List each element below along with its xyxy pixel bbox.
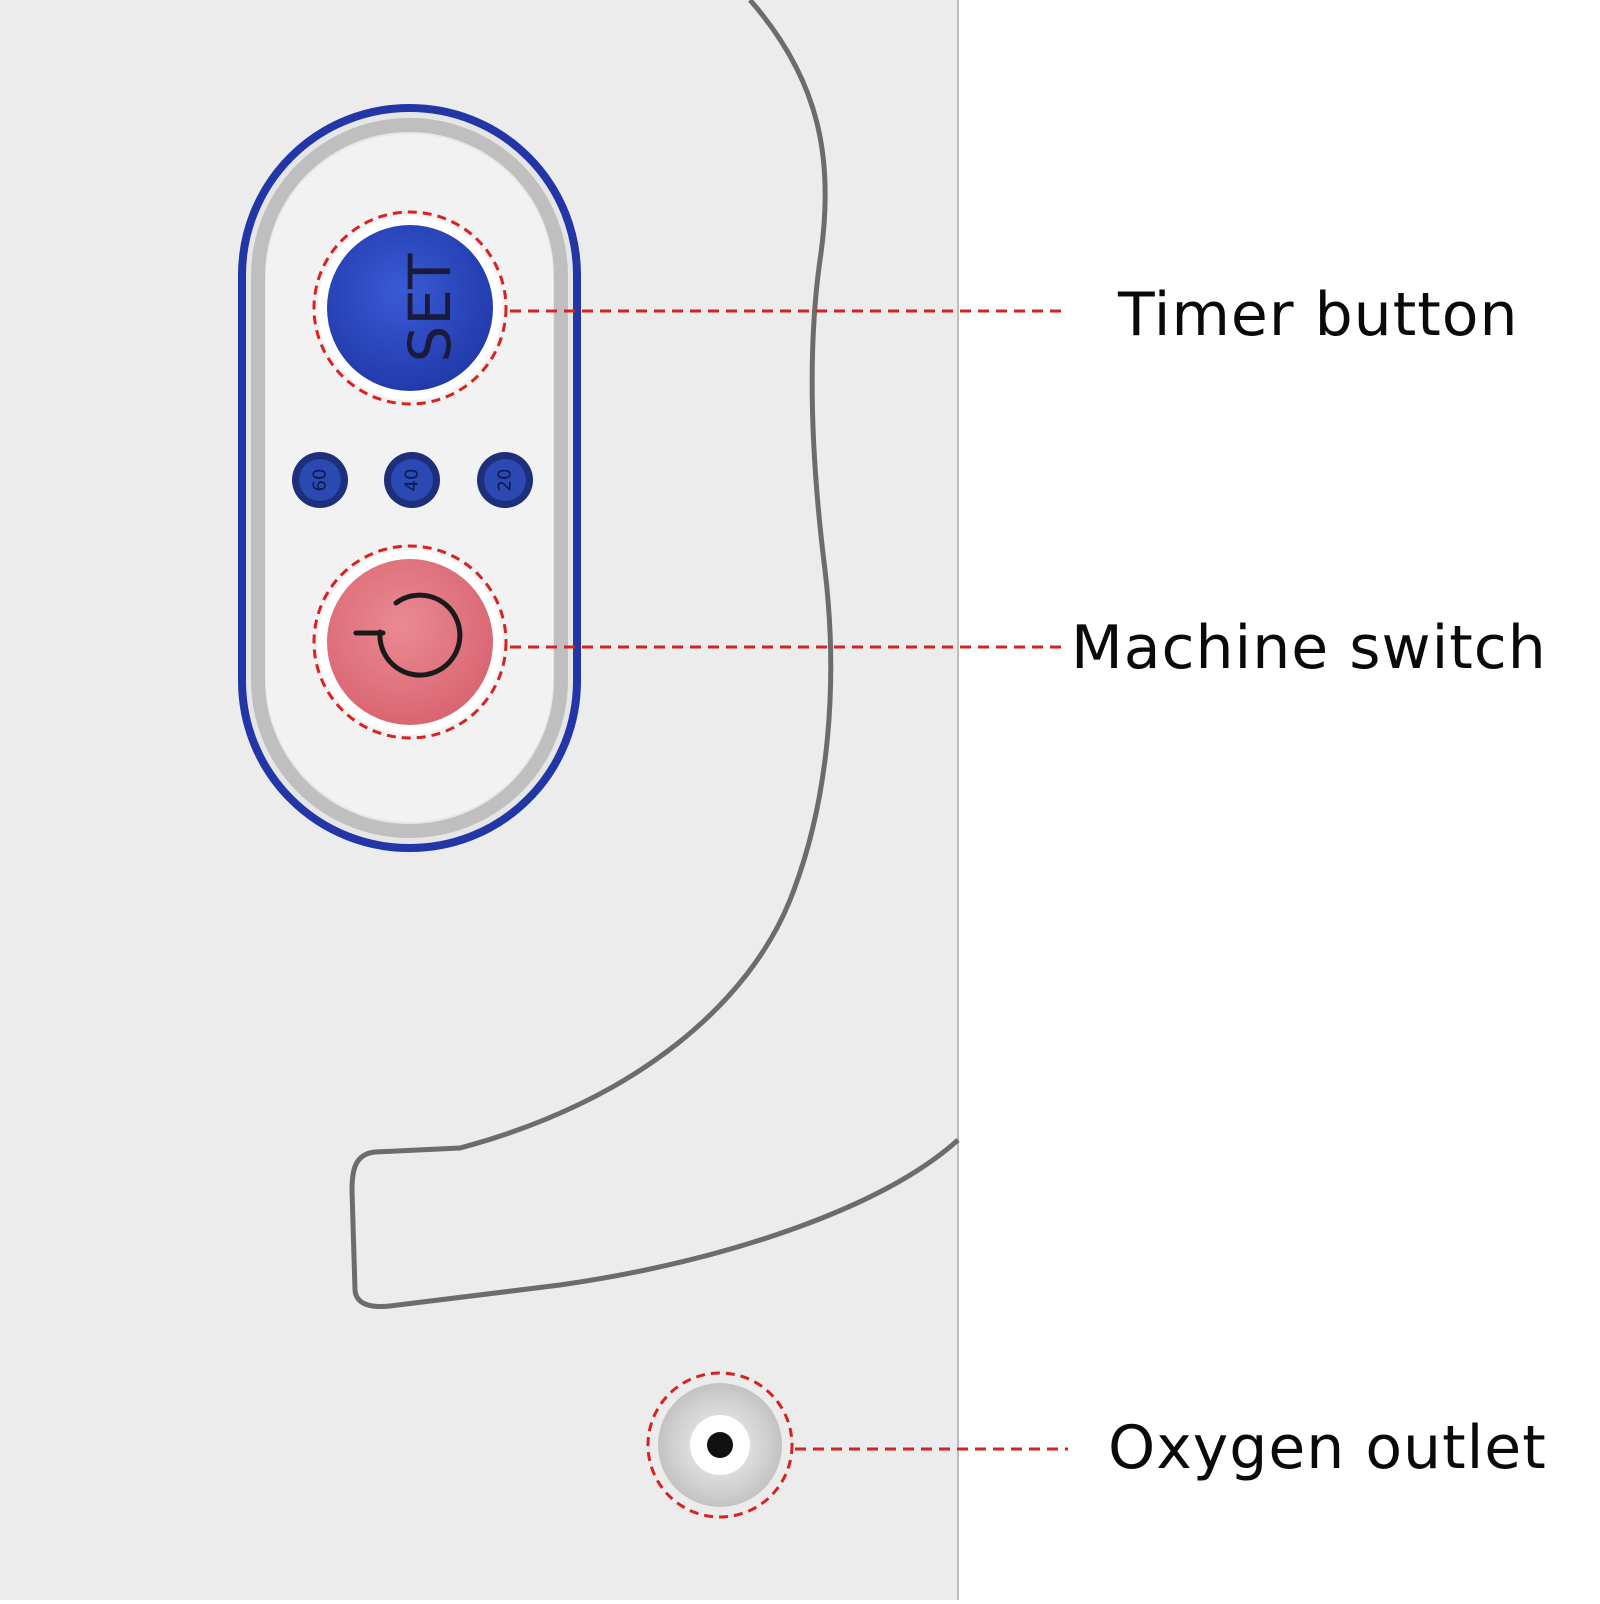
control-panel-inner-ring [251, 118, 568, 838]
machine-switch-label: Machine switch [1071, 613, 1547, 683]
power-button[interactable] [327, 559, 493, 725]
oxygen-outlet-hole [707, 1432, 733, 1458]
timer-indicator-60: 60 [292, 452, 348, 508]
oxygen-outlet-label: Oxygen outlet [1108, 1413, 1547, 1483]
timer-indicator-40-label: 40 [402, 469, 423, 492]
machine-switch-highlight [312, 544, 508, 740]
timer-indicator-20: 20 [477, 452, 533, 508]
set-button[interactable] [327, 225, 493, 391]
timer-indicator-60-label: 60 [310, 469, 331, 492]
handle-groove [349, 0, 960, 1310]
timer-indicator-40: 40 [384, 452, 440, 508]
set-button-label: SET [396, 253, 464, 362]
timer-button-highlight [312, 210, 508, 406]
oxygen-outlet-highlight [646, 1371, 794, 1519]
power-icon [353, 592, 463, 678]
timer-indicator-20-label: 20 [495, 469, 516, 492]
timer-button-label: Timer button [1118, 280, 1519, 350]
